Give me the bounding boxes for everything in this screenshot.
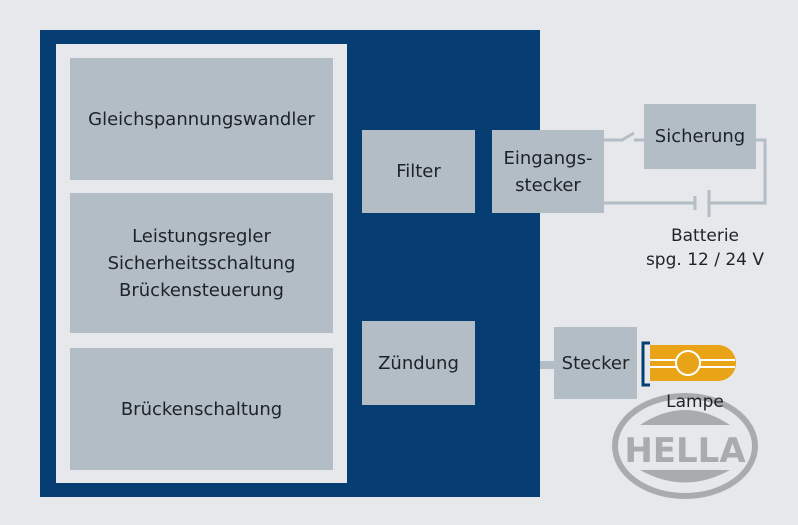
lamp-icon (641, 341, 736, 387)
block-fuse: Sicherung (644, 104, 756, 169)
block-connector: Stecker (554, 327, 637, 399)
hella-logo: HELLA (612, 393, 758, 499)
block-input-connector: Eingangs- stecker (492, 130, 604, 213)
battery-label: Batterie spg. 12 / 24 V (645, 226, 765, 270)
fuse-battery-wire (709, 138, 767, 205)
block-filter: Filter (362, 130, 475, 213)
block-power-controller: Leistungsregler Sicherheitsschaltung Brü… (70, 193, 333, 333)
switch-wire (604, 131, 644, 142)
block-bridge-circuit: Brückenschaltung (70, 348, 333, 470)
block-ignition: Zündung (362, 321, 475, 405)
svg-text:HELLA: HELLA (624, 431, 746, 471)
block-dc-converter: Gleichspannungswandler (70, 58, 333, 180)
lamp-label: Lampe (666, 392, 724, 412)
